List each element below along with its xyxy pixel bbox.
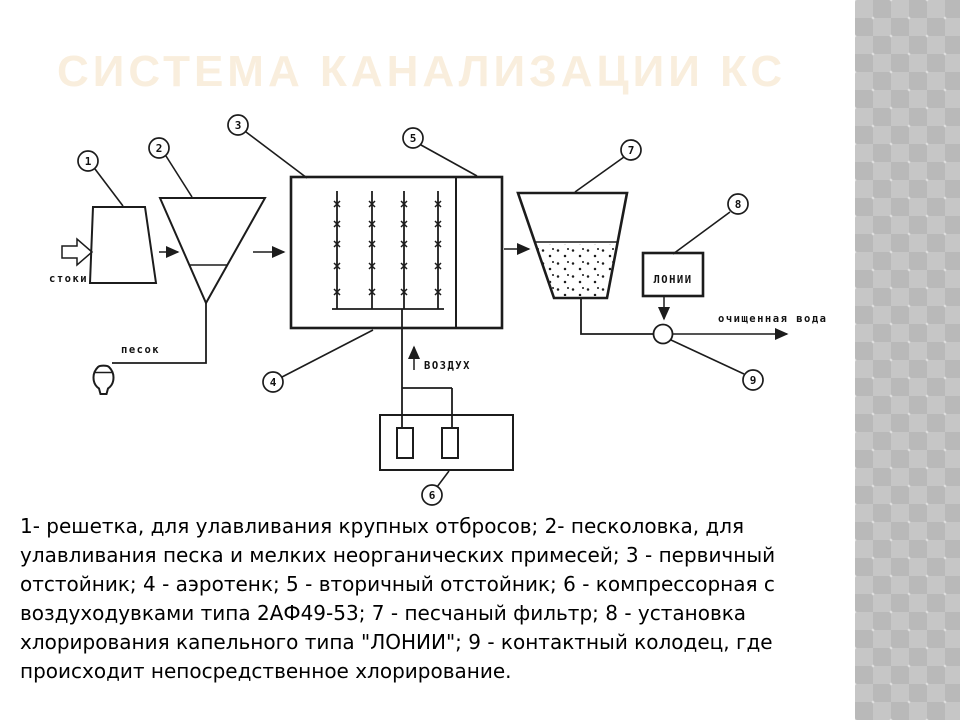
decorative-argyle-strip [855, 0, 960, 720]
callout-9-number: 9 [750, 374, 757, 387]
treatment-tank-shape [289, 175, 504, 330]
callout-4-number: 4 [270, 376, 277, 389]
callout-3: 3 [227, 114, 308, 179]
callout-5: 5 [402, 127, 478, 177]
callout-7-number: 7 [628, 144, 635, 157]
contact-well-circle [652, 323, 674, 345]
sewage-flow-diagram: стоки песок [49, 114, 828, 506]
sand-filter-shape [516, 191, 629, 300]
sand-label: песок [121, 344, 160, 356]
outflow-label: очищенная вода [718, 313, 828, 325]
callout-5-number: 5 [410, 132, 417, 145]
callout-3-number: 3 [235, 119, 242, 132]
chlorinator-box [641, 251, 705, 298]
caption-text: 1- решетка, для улавливания крупных отбр… [20, 514, 776, 683]
callout-6: 6 [421, 470, 450, 506]
callout-1-circle [77, 150, 99, 172]
callout-7: 7 [574, 139, 642, 193]
callout-7-circle [620, 139, 642, 161]
callout-1: 1 [77, 150, 124, 207]
compressor-box [379, 414, 514, 471]
callout-4: 4 [262, 329, 374, 393]
sand-receiver-flask [92, 364, 115, 395]
callout-8-number: 8 [735, 198, 742, 211]
callout-5-circle [402, 127, 424, 149]
slide-title: СИСТЕМА КАНАЛИЗАЦИИ КС [57, 47, 787, 96]
blower-1 [396, 427, 414, 459]
callout-8-circle [727, 193, 749, 215]
callout-2-circle [148, 137, 170, 159]
bar-screen-shape [88, 206, 158, 284]
chlorinator-label: ЛОНИИ [653, 274, 692, 286]
air-pipe [401, 309, 453, 428]
aeration-grid [332, 191, 444, 310]
sand-trap-shape [158, 197, 267, 306]
aeration-diffuser-marks [333, 200, 442, 296]
callout-2: 2 [148, 137, 193, 198]
filter-outflow-pipe [580, 298, 653, 335]
inflow-arrow [61, 237, 94, 267]
inflow-label: стоки [49, 273, 88, 285]
blower-2 [441, 427, 459, 459]
sand-discharge-pipe [112, 303, 207, 364]
callout-3-circle [227, 114, 249, 136]
callout-1-number: 1 [85, 155, 92, 168]
callout-8: 8 [672, 193, 749, 255]
callout-9: 9 [670, 339, 764, 391]
callout-6-number: 6 [429, 489, 436, 502]
sand-filter-media [536, 244, 616, 296]
callout-9-circle [742, 369, 764, 391]
air-label: ВОЗДУХ [424, 360, 471, 372]
callout-2-number: 2 [156, 142, 163, 155]
callout-6-circle [421, 484, 443, 506]
callout-4-circle [262, 371, 284, 393]
